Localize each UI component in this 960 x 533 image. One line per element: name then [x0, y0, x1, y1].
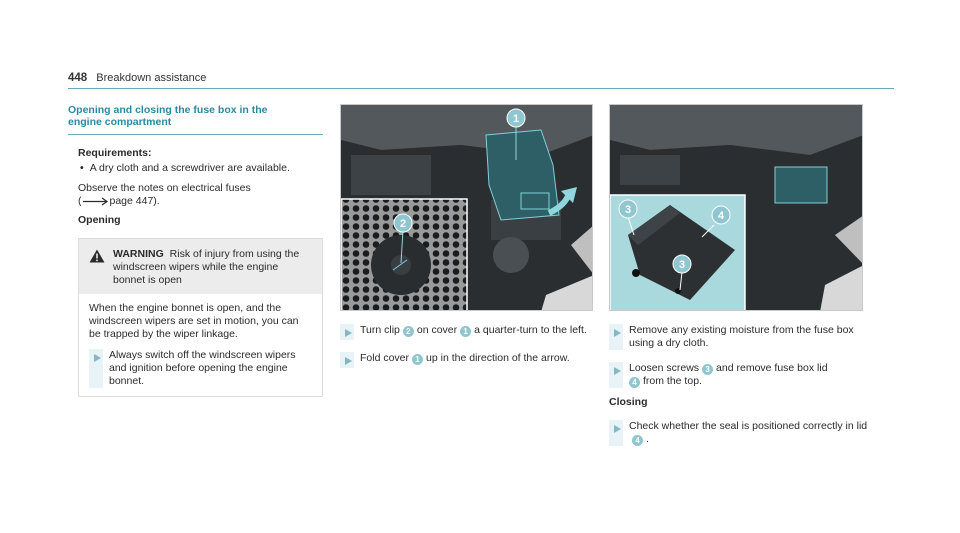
engine-compartment-illustration-1: 1 2	[341, 105, 592, 310]
play-arrow-icon	[613, 425, 621, 433]
left-column: Opening and closing the fuse box in the …	[68, 104, 323, 397]
step-text-part: Turn clip	[360, 324, 400, 336]
requirements-heading: Requirements:	[78, 147, 152, 159]
play-arrow-icon	[613, 367, 621, 375]
requirement-text: A dry cloth and a screwdriver are availa…	[89, 162, 290, 174]
step-marker	[89, 349, 103, 388]
page-reference-arrow-icon	[82, 197, 108, 206]
figure-fuse-box-lid: 3 4 3	[609, 104, 863, 311]
page-number: 448	[68, 72, 88, 84]
warning-message: Risk of injury from using the windscreen…	[113, 248, 300, 286]
callout-1-icon: 1	[412, 354, 424, 365]
header-rule	[68, 88, 894, 89]
warning-step: Always switch off the windscreen wipers …	[89, 349, 312, 388]
step-marker	[340, 352, 354, 368]
callout-3-icon: 3	[702, 364, 714, 375]
step-text-part: a quarter-turn to the left.	[474, 324, 587, 336]
page-reference-link[interactable]: page 447).	[109, 195, 160, 207]
play-arrow-icon	[613, 329, 621, 337]
svg-text:4: 4	[718, 210, 725, 222]
warning-body-text: When the engine bonnet is open, and the …	[89, 302, 299, 340]
play-arrow-icon	[344, 329, 352, 337]
section-name: Breakdown assistance	[96, 72, 207, 84]
section-rule	[68, 134, 323, 135]
section-title-line2: engine compartment	[68, 116, 172, 128]
step-text-part: on cover	[416, 324, 458, 336]
callout-1-icon: 1	[460, 326, 472, 337]
section-title: Opening and closing the fuse box in the …	[68, 104, 323, 128]
step-text-part: .	[646, 433, 649, 445]
page-header: 448 Breakdown assistance	[68, 72, 206, 84]
warning-header: WARNING Risk of injury from using the wi…	[79, 239, 322, 294]
right-column: Remove any existing moisture from the fu…	[609, 324, 869, 446]
observe-note: Observe the notes on electrical fuses ( …	[78, 182, 251, 207]
step-text-part: from the top.	[643, 375, 702, 387]
step-marker	[609, 324, 623, 350]
check-seal-step: Check whether the seal is positioned cor…	[609, 420, 869, 446]
requirement-item: • A dry cloth and a screwdriver are avai…	[80, 162, 323, 174]
closing-heading: Closing	[609, 396, 648, 408]
step-text-part: up in the direction of the arrow.	[426, 352, 570, 364]
step-text-part: Check whether the seal is positioned cor…	[629, 420, 868, 432]
warning-box: WARNING Risk of injury from using the wi…	[78, 238, 323, 397]
step-text-part: Loosen screws	[629, 362, 700, 374]
play-arrow-icon	[93, 354, 101, 362]
opening-heading: Opening	[78, 214, 121, 226]
svg-text:1: 1	[513, 113, 519, 125]
warning-triangle-icon	[89, 249, 105, 263]
warning-text: WARNING Risk of injury from using the wi…	[113, 248, 312, 287]
callout-4-icon: 4	[629, 377, 640, 388]
callout-4-icon: 4	[632, 435, 643, 446]
remove-moisture-step: Remove any existing moisture from the fu…	[609, 324, 869, 350]
warning-body: When the engine bonnet is open, and the …	[79, 294, 322, 396]
remove-moisture-text: Remove any existing moisture from the fu…	[629, 324, 854, 349]
warning-label: WARNING	[113, 248, 164, 260]
engine-compartment-illustration-2: 3 4 3	[610, 105, 862, 310]
figure-fuse-box-cover: 1 2	[340, 104, 593, 311]
observe-text: Observe the notes on electrical fuses	[78, 182, 251, 194]
step-marker	[609, 362, 623, 388]
section-title-line1: Opening and closing the fuse box in the	[68, 104, 268, 116]
bullet-icon: •	[80, 162, 84, 174]
step-text-part: and remove fuse box lid	[716, 362, 828, 374]
warning-step-text: Always switch off the windscreen wipers …	[109, 349, 296, 387]
play-arrow-icon	[344, 357, 352, 365]
step-marker	[340, 324, 354, 340]
check-seal-text: Check whether the seal is positioned cor…	[629, 420, 869, 446]
callout-2-icon: 2	[402, 326, 414, 337]
svg-text:3: 3	[625, 204, 631, 216]
step-marker	[609, 420, 623, 446]
svg-text:2: 2	[400, 218, 406, 230]
svg-text:3: 3	[679, 259, 685, 271]
step-text-part: Fold cover	[360, 352, 410, 364]
